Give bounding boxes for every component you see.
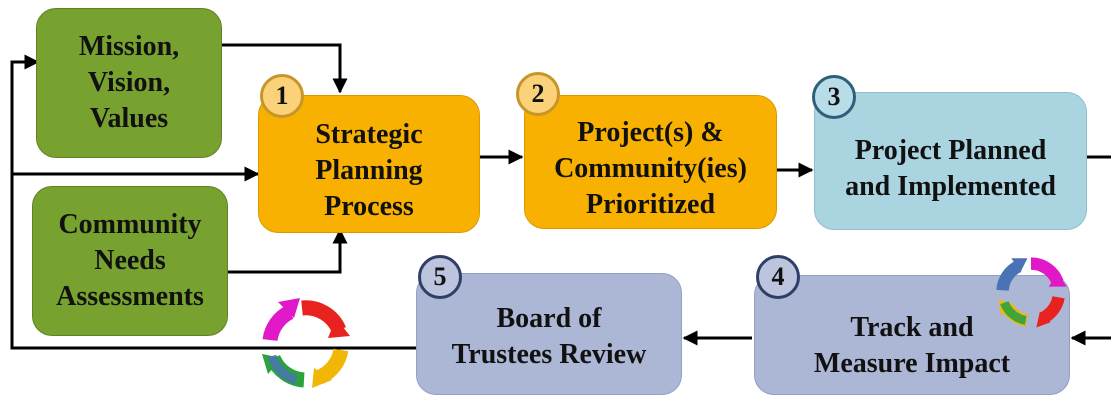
- step-5-badge: 5: [418, 255, 462, 299]
- community-needs-box: Community Needs Assessments: [32, 186, 228, 336]
- step-4-badge: 4: [756, 255, 800, 299]
- step-1-badge: 1: [260, 74, 304, 118]
- cycle-arrows-icon: [262, 298, 350, 388]
- project-prioritized-label: Project(s) & Community(ies) Prioritized: [554, 117, 747, 220]
- feedback-loop-line: [10, 54, 418, 350]
- mission-vision-values-label: Mission, Vision, Values: [78, 31, 180, 134]
- step-3-badge: 3: [812, 75, 856, 119]
- track-measure-box: Track and Measure Impact: [754, 275, 1070, 395]
- project-implemented-box: Project Planned and Implemented: [814, 92, 1087, 230]
- community-needs-label: Community Needs Assessments: [56, 209, 204, 312]
- cycle-arrows-icon: [996, 257, 1067, 328]
- strategic-planning-box: Strategic Planning Process: [258, 95, 480, 233]
- arrow-needs-to-planning: [228, 228, 348, 274]
- step-2-badge: 2: [516, 72, 560, 116]
- board-review-box: Board of Trustees Review: [416, 273, 682, 395]
- arrow-mission-to-planning: [222, 43, 348, 94]
- project-implemented-label: Project Planned and Implemented: [845, 135, 1056, 202]
- project-prioritized-box: Project(s) & Community(ies) Prioritized: [524, 95, 777, 229]
- strategic-planning-label: Strategic Planning Process: [315, 119, 423, 222]
- board-review-label: Board of Trustees Review: [451, 303, 647, 370]
- track-measure-label: Track and Measure Impact: [813, 312, 1011, 379]
- mission-vision-values-box: Mission, Vision, Values: [36, 8, 222, 158]
